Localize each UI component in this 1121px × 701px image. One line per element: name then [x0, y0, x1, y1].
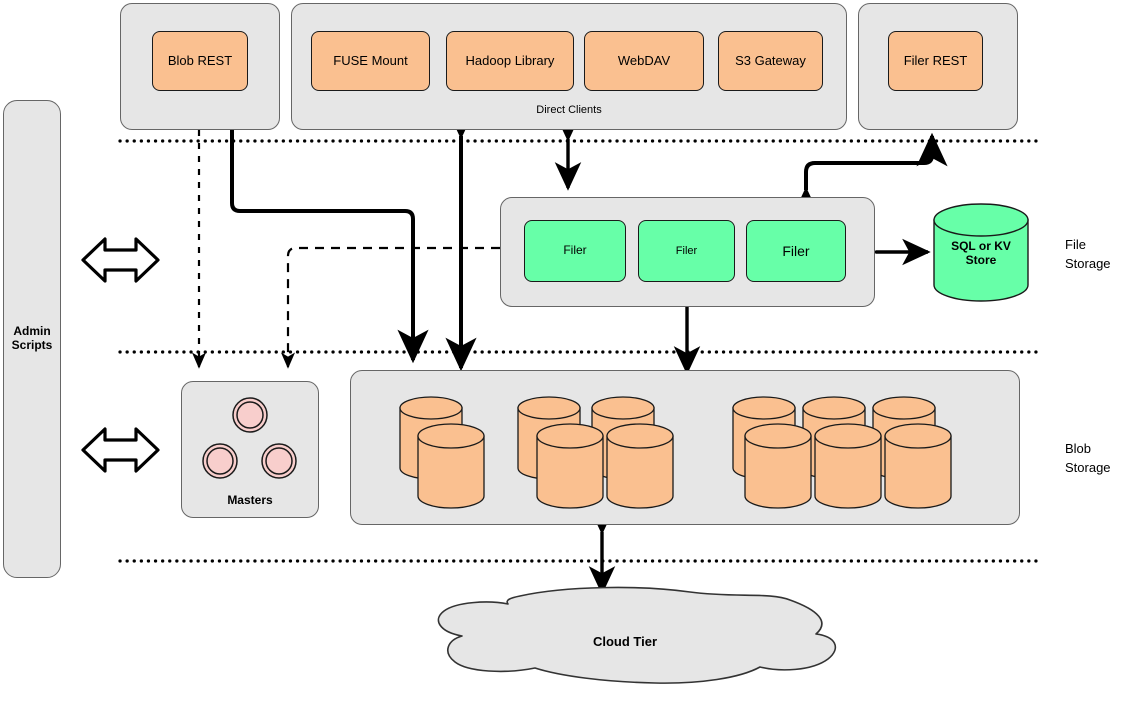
filer-node-2[interactable]: Filer: [638, 220, 735, 282]
client-webdav-label: WebDAV: [617, 52, 671, 68]
metadata-store-label-line1: SQL or KV: [951, 239, 1011, 254]
connector-blobrest-to-volumes: [230, 120, 429, 364]
admin-scripts-label-line2: Scripts: [11, 338, 53, 352]
tier-label-blob-storage-line1: Blob: [1065, 441, 1092, 456]
connector-filerrest-to-filer: [790, 132, 948, 221]
master-node-2[interactable]: [202, 443, 238, 479]
client-s3-gateway-label: S3 Gateway: [735, 52, 806, 68]
masters-label-text: Masters: [227, 493, 273, 508]
volume-cylinder-ssd[interactable]: [606, 423, 674, 509]
client-fuse-mount-label: FUSE Mount: [333, 52, 408, 68]
client-webdav[interactable]: WebDAV: [584, 31, 704, 91]
client-filer-rest[interactable]: Filer REST: [888, 31, 983, 91]
client-hadoop-library-label: Hadoop Library: [465, 52, 555, 68]
volume-cylinder-hdd[interactable]: [884, 423, 952, 509]
masters-label: Masters: [181, 492, 319, 510]
metadata-store-label: SQL or KV Store: [934, 232, 1028, 276]
filer-node-1[interactable]: Filer: [524, 220, 626, 282]
direct-clients-caption: Direct Clients: [536, 104, 602, 116]
tier-label-file-storage: File Storage: [1065, 236, 1111, 274]
client-hadoop-library[interactable]: Hadoop Library: [446, 31, 574, 91]
client-fuse-mount[interactable]: FUSE Mount: [311, 31, 430, 91]
client-s3-gateway[interactable]: S3 Gateway: [718, 31, 823, 91]
filer-node-3-label: Filer: [782, 242, 810, 259]
admin-arrow-blob-storage: [81, 427, 160, 473]
admin-scripts-panel[interactable]: Admin Scripts: [3, 100, 61, 578]
filer-node-1-label: Filer: [563, 243, 587, 258]
filer-node-3[interactable]: Filer: [746, 220, 846, 282]
cloud-tier-label: Cloud Tier: [520, 632, 730, 652]
volume-cylinder-nvme[interactable]: [417, 423, 485, 509]
client-blob-rest-label: Blob REST: [167, 52, 233, 68]
volume-cylinder-hdd[interactable]: [814, 423, 882, 509]
tier-label-blob-storage-line2: Storage: [1065, 459, 1111, 475]
admin-arrow-file-storage: [81, 237, 160, 283]
tier-label-file-storage-line1: File: [1065, 237, 1086, 252]
connector-filer-to-masters: [280, 246, 500, 369]
client-filer-rest-label: Filer REST: [903, 52, 968, 68]
metadata-store-label-line2: Store: [965, 253, 997, 267]
cloud-tier-label-text: Cloud Tier: [592, 633, 658, 649]
client-blob-rest[interactable]: Blob REST: [152, 31, 248, 91]
tier-label-file-storage-line2: Storage: [1065, 255, 1111, 271]
master-node-1[interactable]: [232, 397, 268, 433]
tier-label-blob-storage: Blob Storage: [1065, 440, 1111, 478]
volume-cylinder-ssd[interactable]: [536, 423, 604, 509]
master-node-3[interactable]: [261, 443, 297, 479]
admin-scripts-label-line1: Admin: [13, 324, 51, 339]
volume-cylinder-hdd[interactable]: [744, 423, 812, 509]
filer-node-2-label: Filer: [675, 244, 698, 257]
